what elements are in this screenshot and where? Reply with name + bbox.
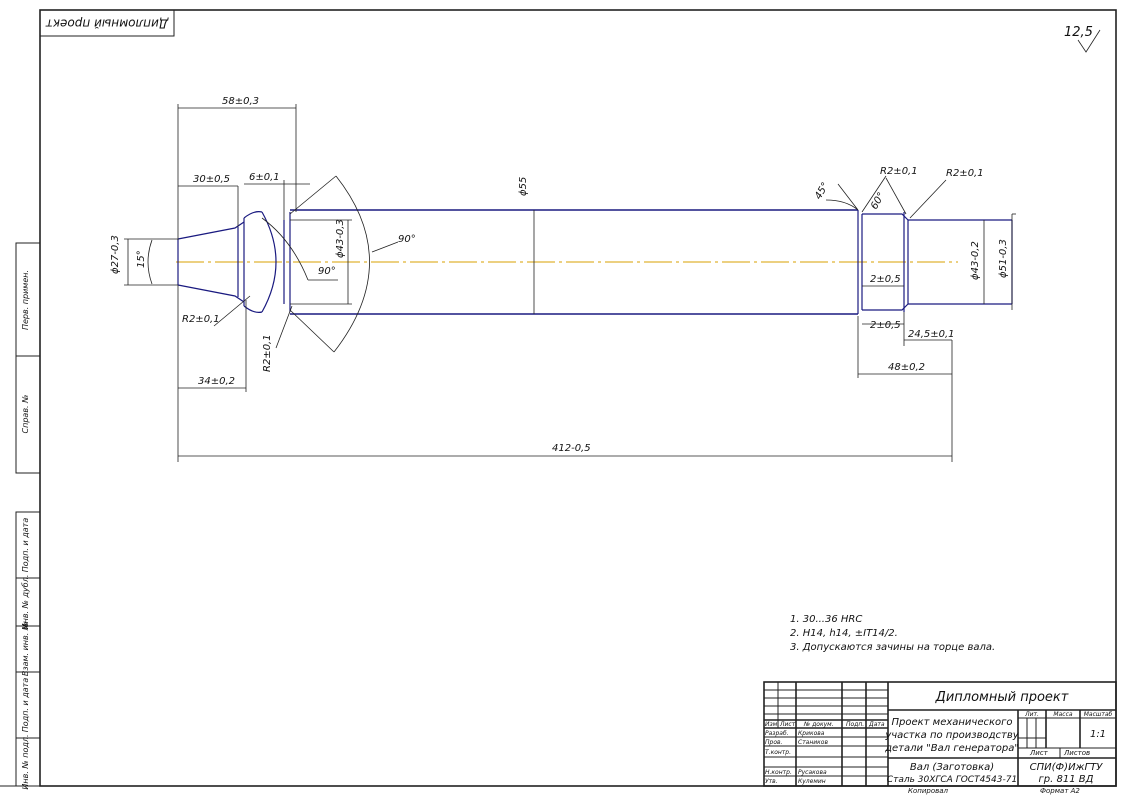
tb-role-prov: Пров.: [765, 739, 783, 746]
tb-name-prov: Стаников: [798, 739, 828, 746]
dim-r2-left-vertical: R2±0,1: [262, 334, 273, 372]
dim-15deg: 15°: [136, 250, 147, 268]
roughness-check-icon: [1077, 29, 1101, 53]
roughness-mark: 12,5: [1064, 25, 1101, 53]
roughness-value: 12,5: [1064, 25, 1093, 40]
tb-org-2: гр. 811 ВД: [1039, 774, 1094, 785]
dim-60deg: 60°: [869, 191, 887, 212]
dim-6: 6±0,1: [249, 172, 280, 183]
tb-role-utv: Утв.: [765, 778, 778, 785]
dimension-texts: 58±0,3 30±0,5 6±0,1 34±0,2 412-0,5 ϕ55 ϕ…: [110, 96, 1009, 454]
tb-desc-1: Проект механического: [891, 717, 1012, 728]
side-perv-primen: Перв. примен.: [21, 270, 30, 330]
tb-h-lit: Лит.: [1024, 711, 1039, 718]
dim-2-a: 2±0,5: [870, 274, 901, 285]
tb-part-2: Сталь 30ХГСА ГОСТ4543-71: [887, 775, 1017, 785]
dim-34: 34±0,2: [198, 376, 235, 387]
tb-h-data: Дата: [868, 721, 885, 728]
dim-58: 58±0,3: [222, 96, 259, 107]
tb-desc-3: детали "Вал генератора": [884, 743, 1019, 754]
dim-45deg: 45°: [813, 181, 831, 202]
tb-role-tkontr: Т.контр.: [765, 749, 791, 756]
title-block: Дипломный проект Проект механического уч…: [763, 681, 1117, 787]
note-3: 3. Допускаются зачины на торце вала.: [790, 642, 995, 653]
dim-48: 48±0,2: [888, 362, 925, 373]
tb-h-masshtab: Масштаб: [1084, 711, 1113, 718]
dim-24-5: 24,5±0,1: [908, 329, 955, 340]
tb-h-list: Лист: [779, 721, 796, 728]
dim-r2-left: R2±0,1: [182, 314, 220, 325]
tb-org-1: СПИ(Ф)ИжГТУ: [1030, 762, 1104, 773]
tb-h-list2: Лист: [1029, 749, 1049, 757]
side-inv-dubl: Инв. № дубл.: [21, 575, 30, 630]
dim-phi51: ϕ51-0,3: [998, 239, 1009, 278]
dim-412: 412-0,5: [552, 443, 591, 454]
side-sprav-no: Справ. №: [21, 395, 30, 434]
dim-r2-right-a: R2±0,1: [880, 166, 918, 177]
dimension-lines: [124, 104, 1016, 462]
footer-copied: Копировал: [908, 787, 949, 795]
dim-90-outer: 90°: [398, 234, 416, 245]
dim-2-b: 2±0,5: [870, 320, 901, 331]
tb-h-massa: Масса: [1053, 711, 1072, 718]
tb-h-listov: Листов: [1063, 749, 1090, 757]
tb-desc-2: участка по производству: [884, 730, 1019, 741]
tb-name-utv: Кулемин: [798, 778, 826, 785]
dim-phi55: ϕ55: [518, 177, 529, 196]
note-1: 1. 30...36 HRC: [790, 614, 862, 625]
dim-90-inner: 90°: [318, 266, 336, 277]
top-stamp: Дипломный проект: [39, 9, 175, 37]
technical-notes: 1. 30...36 HRC 2. H14, h14, ±IT14/2. 3. …: [790, 614, 995, 653]
shaft-part: [176, 209, 1013, 315]
footer-format: Формат А2: [1040, 787, 1080, 795]
dim-phi27: ϕ27-0,3: [110, 235, 121, 274]
dim-r2-right-b: R2±0,1: [946, 168, 984, 179]
drawing-frame: [39, 9, 1117, 787]
dim-30: 30±0,5: [193, 174, 230, 185]
tb-name-razrab: Крикова: [798, 730, 825, 737]
tb-role-nkontr: Н.контр.: [765, 769, 792, 776]
left-side-strips: Перв. примен. Справ. № Подп. и дата Инв.…: [15, 242, 41, 790]
dim-phi43-left: ϕ43-0,3: [335, 219, 346, 258]
tb-h-ndokum: № докум.: [803, 721, 834, 728]
tb-h-podp: Подп.: [846, 721, 864, 728]
tb-h-izm: Изм.: [765, 721, 779, 728]
note-2: 2. H14, h14, ±IT14/2.: [790, 628, 898, 639]
tb-project: Дипломный проект: [935, 690, 1069, 705]
tb-role-razrab: Разраб.: [765, 730, 789, 737]
dim-phi43-right: ϕ43-0,2: [970, 241, 981, 280]
side-vzam-inv: Взам. инв. №: [21, 622, 30, 676]
tb-part-1: Вал (Заготовка): [910, 762, 994, 773]
tb-name-nkontr: Русакова: [798, 769, 827, 776]
top-stamp-text: Дипломный проект: [45, 17, 169, 31]
tb-scale: 1:1: [1090, 729, 1106, 740]
side-podp-data-2: Подп. и дата: [21, 678, 30, 733]
side-inv-podl: Инв. № подл.: [21, 734, 30, 789]
side-podp-data-1: Подп. и дата: [21, 518, 30, 573]
